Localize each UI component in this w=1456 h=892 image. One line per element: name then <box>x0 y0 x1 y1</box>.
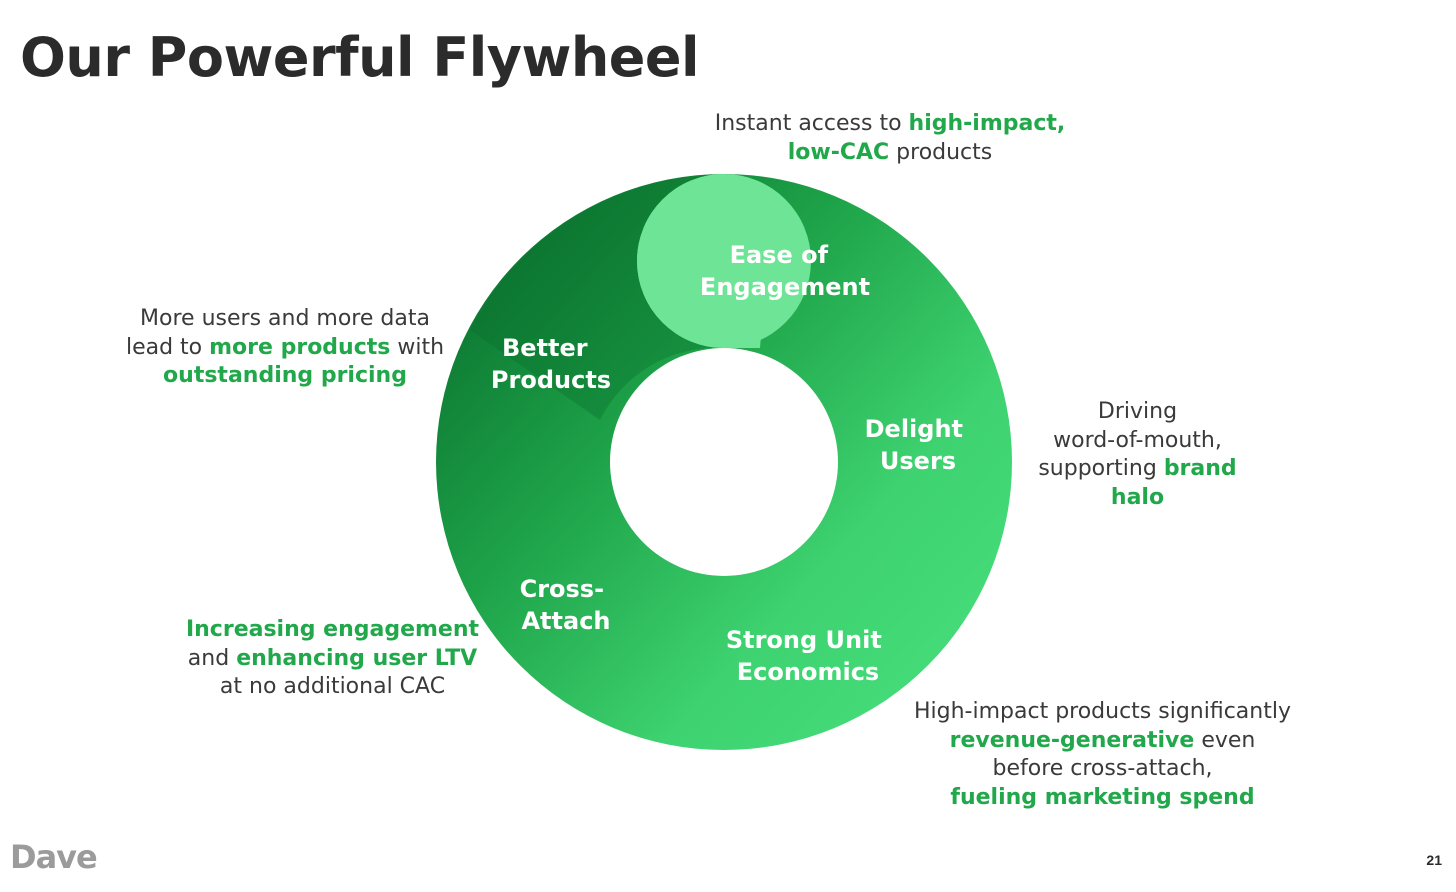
slide-title: Our Powerful Flywheel <box>20 26 700 89</box>
segment-label-strong-unit-economics: Strong Unit Economics <box>726 626 890 686</box>
caption-delight-users: Driving word-of-mouth, supporting brand … <box>1038 399 1237 510</box>
segment-label-better-products: Better Products <box>491 334 611 394</box>
flywheel-ring <box>436 174 1012 750</box>
segment-label-ease-of-engagement: Ease of Engagement <box>700 241 870 301</box>
page-number: 21 <box>1426 852 1442 868</box>
segment-label-cross-attach: Cross- Attach <box>520 575 613 635</box>
caption-ease-of-engagement: Instant access to high-impact, low-CAC p… <box>714 111 1066 165</box>
ease-of-engagement-lobe-cap <box>637 174 811 348</box>
caption-strong-unit-economics: High-impact products significantly reven… <box>913 699 1291 810</box>
segment-label-delight-users: Delight Users <box>865 415 972 475</box>
caption-cross-attach: Increasing engagement and enhancing user… <box>185 617 480 699</box>
caption-better-products: More users and more data lead to more pr… <box>125 306 445 388</box>
dave-logo: Dave <box>10 838 98 876</box>
